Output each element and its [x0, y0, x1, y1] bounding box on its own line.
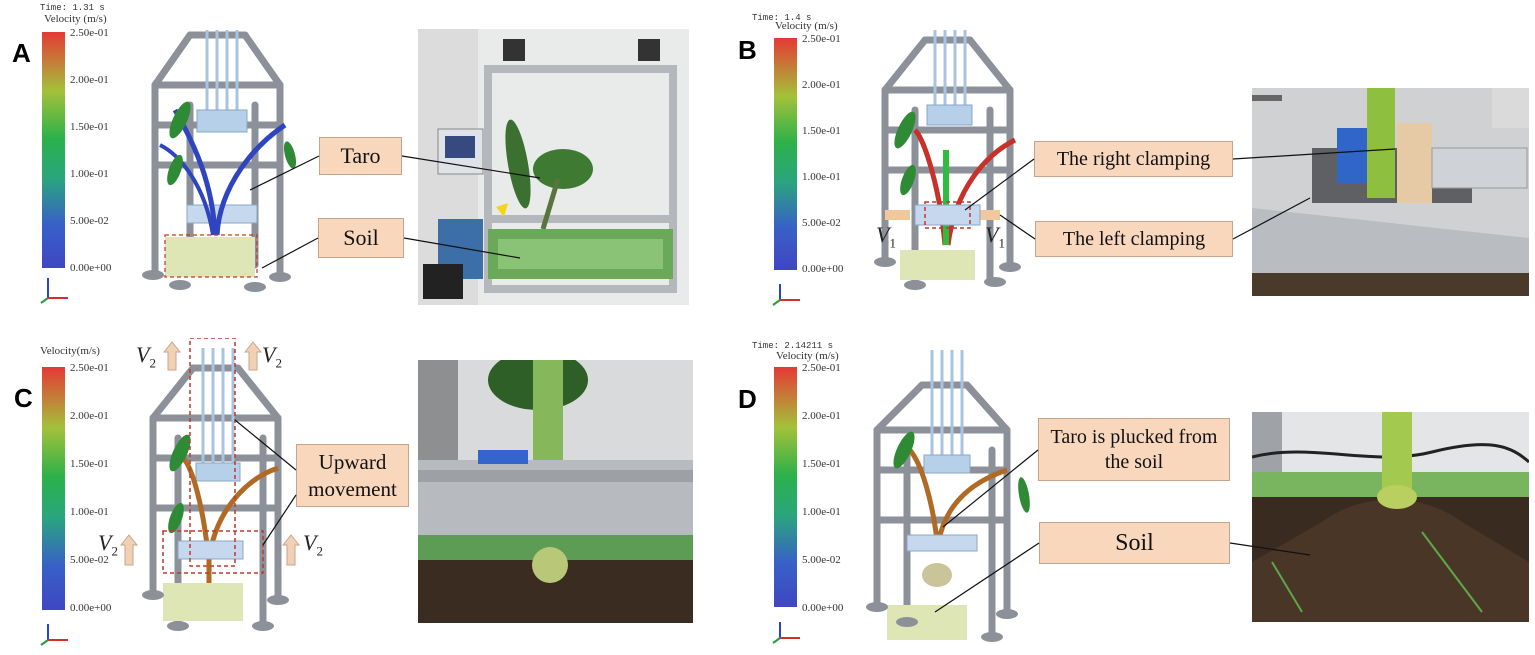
- panel-c-tick-4: 5.00e-02: [70, 554, 109, 566]
- panel-c-v2-bottom-left-symbol: V: [98, 530, 112, 555]
- panel-a-tick-4: 5.00e-02: [70, 215, 109, 227]
- panel-b-velocity-label: Velocity (m/s): [775, 20, 838, 32]
- panel-d-callout-soil: Soil: [1039, 522, 1230, 564]
- panel-c-v2-bottom-left: V2: [98, 530, 118, 559]
- panel-b-axes-icon: [770, 282, 810, 307]
- panel-d-tick-4: 5.00e-02: [802, 554, 841, 566]
- panel-c-tick-1: 2.00e-01: [70, 410, 109, 422]
- panel-b-v1-left: V1: [876, 222, 896, 251]
- panel-d-photo: [1252, 412, 1529, 622]
- panel-c-axes-icon: [38, 622, 78, 647]
- panel-d-axes-icon: [770, 620, 810, 645]
- panel-c-frame-model: [138, 338, 298, 638]
- panel-d-colorbar: [774, 367, 797, 607]
- panel-c-v2-top-right: V2: [262, 342, 282, 371]
- panel-c-tick-2: 1.50e-01: [70, 458, 109, 470]
- panel-c-callout-upward: Upward movement: [296, 444, 409, 507]
- panel-a-velocity-label: Velocity (m/s): [44, 13, 107, 25]
- panel-a-tick-0: 2.50e-01: [70, 27, 109, 39]
- panel-d-letter: D: [738, 384, 757, 414]
- panel-a-axes-icon: [38, 270, 78, 305]
- panel-c-velocity-label: Velocity(m/s): [40, 345, 100, 357]
- panel-c-tick-5: 0.00e+00: [70, 602, 112, 614]
- panel-b-tick-5: 0.00e+00: [802, 263, 844, 275]
- panel-c-photo: [418, 360, 693, 623]
- panel-c-letter: C: [14, 383, 33, 413]
- panel-a-colorbar: [42, 32, 65, 268]
- panel-b-tick-4: 5.00e-02: [802, 217, 841, 229]
- panel-c-v2-top-left: V2: [136, 342, 156, 371]
- panel-b-frame-model: [870, 30, 1035, 295]
- panel-c-v2-top-right-sub: 2: [275, 355, 282, 371]
- panel-b-v1-right: V1: [985, 222, 1005, 251]
- panel-c-v2-bottom-right-sub: 2: [316, 543, 323, 559]
- panel-d-velocity-label: Velocity (m/s): [776, 350, 839, 362]
- panel-a-photo: [418, 29, 689, 305]
- panel-b-callout-left: The left clamping: [1035, 221, 1233, 257]
- panel-d-tick-3: 1.00e-01: [802, 506, 841, 518]
- panel-b-tick-2: 1.50e-01: [802, 125, 841, 137]
- panel-c-v2-bottom-right-symbol: V: [303, 530, 317, 555]
- panel-b-photo: [1252, 88, 1529, 296]
- panel-b-tick-1: 2.00e-01: [802, 79, 841, 91]
- panel-c-colorbar: [42, 367, 65, 610]
- panel-a-tick-1: 2.00e-01: [70, 74, 109, 86]
- panel-d-tick-0: 2.50e-01: [802, 362, 841, 374]
- panel-b-v1-right-symbol: V: [985, 222, 999, 247]
- panel-b-v1-left-sub: 1: [889, 235, 896, 251]
- panel-d-callout-plucked: Taro is plucked from the soil: [1038, 418, 1230, 481]
- panel-c-tick-0: 2.50e-01: [70, 362, 109, 374]
- panel-c-tick-3: 1.00e-01: [70, 506, 109, 518]
- panel-a-tick-2: 1.50e-01: [70, 121, 109, 133]
- panel-b-colorbar: [774, 38, 797, 270]
- panel-d-time: Time: 2.14211 s: [752, 341, 834, 351]
- panel-a-callout-taro: Taro: [319, 137, 402, 175]
- panel-a-letter: A: [12, 38, 31, 68]
- panel-c-v2-top-left-sub: 2: [149, 355, 156, 371]
- panel-b-callout-right: The right clamping: [1034, 141, 1233, 177]
- panel-c-v2-top-left-symbol: V: [136, 342, 150, 367]
- panel-a-frame-model: [135, 25, 300, 300]
- panel-d-frame-model: [862, 350, 1032, 645]
- panel-b-letter: B: [738, 35, 757, 65]
- panel-d-tick-5: 0.00e+00: [802, 602, 844, 614]
- panel-c-v2-bottom-right: V2: [303, 530, 323, 559]
- panel-b-tick-3: 1.00e-01: [802, 171, 841, 183]
- panel-b-time: Time: 1.4 s: [752, 13, 812, 23]
- panel-a-tick-5: 0.00e+00: [70, 262, 112, 274]
- panel-a-callout-soil: Soil: [318, 218, 404, 258]
- panel-a-time: Time: 1.31 s: [40, 3, 105, 13]
- panel-a-tick-3: 1.00e-01: [70, 168, 109, 180]
- panel-c-v2-bottom-left-sub: 2: [111, 543, 118, 559]
- panel-b-tick-0: 2.50e-01: [802, 33, 841, 45]
- panel-d-tick-2: 1.50e-01: [802, 458, 841, 470]
- panel-b-v1-right-sub: 1: [998, 235, 1005, 251]
- panel-d-tick-1: 2.00e-01: [802, 410, 841, 422]
- panel-b-v1-left-symbol: V: [876, 222, 890, 247]
- panel-c-v2-top-right-symbol: V: [262, 342, 276, 367]
